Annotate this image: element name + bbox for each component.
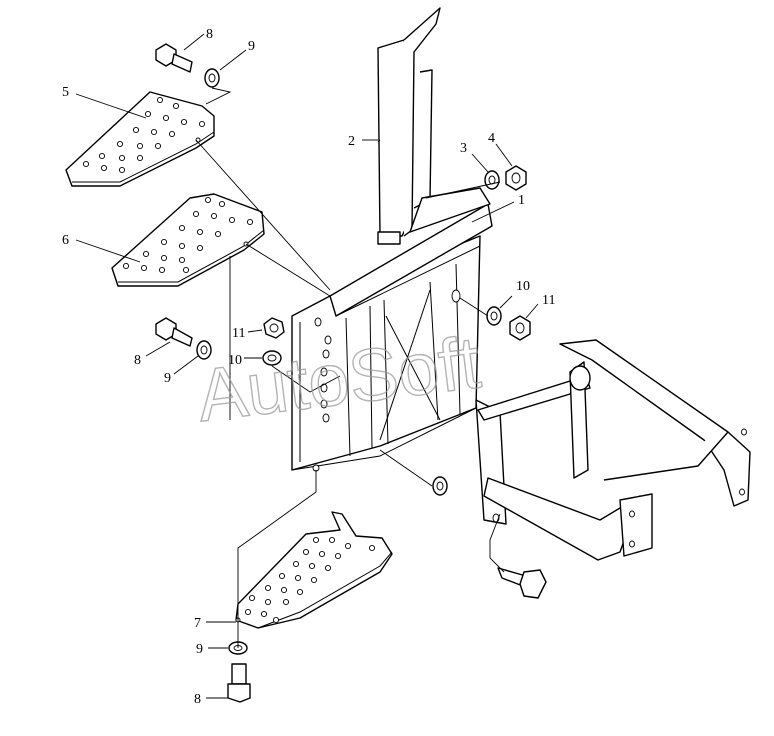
nut-11-right xyxy=(509,315,531,341)
washer-9-mid xyxy=(196,340,212,360)
callout-6: 6 xyxy=(62,233,69,248)
callout-11-right: 11 xyxy=(542,293,555,308)
callout-3: 3 xyxy=(460,141,467,156)
pedal-5-dots xyxy=(82,96,206,174)
bolt-8-bottom xyxy=(227,663,251,703)
pedal-6-dots xyxy=(122,196,254,274)
callout-1: 1 xyxy=(518,193,525,208)
callout-9-mid: 9 xyxy=(164,371,171,386)
bolt-8-top xyxy=(155,43,193,73)
washer-9-top xyxy=(204,68,220,88)
bolt-8-mid xyxy=(155,317,193,347)
callout-8-top: 8 xyxy=(206,27,213,42)
part-2-lever xyxy=(377,7,441,245)
callout-leaders xyxy=(75,33,539,699)
part-6-pedal xyxy=(111,193,265,287)
callout-7: 7 xyxy=(194,616,201,631)
washer-lower xyxy=(432,476,448,496)
callout-9-bottom: 9 xyxy=(196,642,203,657)
nut-11-left xyxy=(263,317,285,339)
callout-8-mid: 8 xyxy=(134,353,141,368)
part-5-pedal xyxy=(65,91,215,187)
washer-10-right xyxy=(486,306,502,326)
callout-2: 2 xyxy=(348,134,355,149)
right-bracket xyxy=(475,339,751,561)
callout-10-left: 10 xyxy=(228,353,242,368)
part-7-pedal xyxy=(235,511,393,629)
callout-labels: 8 9 5 2 3 4 1 6 11 8 10 9 10 11 7 9 8 xyxy=(62,27,555,707)
callout-9-top: 9 xyxy=(248,39,255,54)
assembly-lines xyxy=(195,87,505,648)
callout-10-right: 10 xyxy=(516,279,530,294)
bottom-right-bolt xyxy=(497,567,547,599)
callout-4: 4 xyxy=(488,131,495,146)
callout-8-bottom: 8 xyxy=(194,692,201,707)
pedal-7-dots xyxy=(244,536,376,624)
washer-3 xyxy=(484,170,500,190)
callout-11-left: 11 xyxy=(232,326,245,341)
frame-holes xyxy=(312,289,461,472)
nut-4 xyxy=(505,165,527,191)
callout-5: 5 xyxy=(62,85,69,100)
washer-10-left xyxy=(262,350,282,366)
